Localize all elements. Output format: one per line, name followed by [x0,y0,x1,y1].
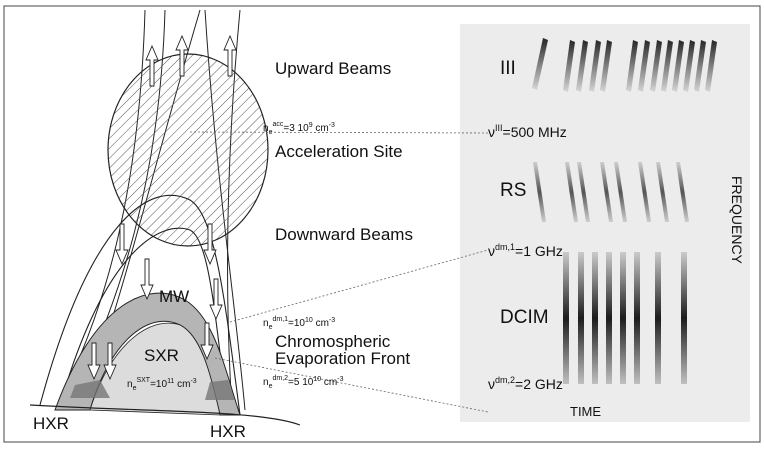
iii-label: III [500,58,516,79]
rs-label: RS [500,180,526,201]
footpoint-left [70,380,110,398]
dcim-label: DCIM [500,307,549,328]
density-sxt: neSXT=1011 cm-3 [127,377,197,392]
type-iii-bursts [532,38,717,92]
acceleration-site-label: Acceleration Site [275,142,403,161]
surface-line [29,404,301,426]
density-dm1: nedm,1=1010 cm-3 [263,316,335,331]
hxr-right-label: HXR [210,422,246,441]
downward-beams-label: Downward Beams [275,225,413,244]
closed-loops [39,194,241,416]
connector-lines [189,131,489,413]
beam-arrows [87,34,237,381]
evap-front-label-1: Chromospheric [275,332,391,351]
density-acc: neacc=3 109 cm-3 [263,121,335,136]
acceleration-site-ellipse [107,53,269,247]
frequency-axis-label: FREQUENCY [729,176,745,265]
sxr-label: SXR [144,346,179,365]
footpoint-right [205,380,235,400]
freq-dm1-label: νdm,1=1 GHz [488,242,563,259]
upward-beams-label: Upward Beams [275,59,391,78]
mw-label: MW [159,287,189,306]
freq-dm2-label: νdm,2=2 GHz [488,375,563,392]
evap-front-label-2: Evaporation Front [275,349,410,368]
reverse-slope-bursts [533,162,689,222]
freq-iii-label: νIII=500 MHz [488,123,567,140]
density-dm2: nedm,2=5 1010 cm-3 [263,375,344,390]
dcim-bursts [563,252,687,384]
time-axis-label: TIME [570,404,601,419]
hxr-left-label: HXR [33,414,69,433]
